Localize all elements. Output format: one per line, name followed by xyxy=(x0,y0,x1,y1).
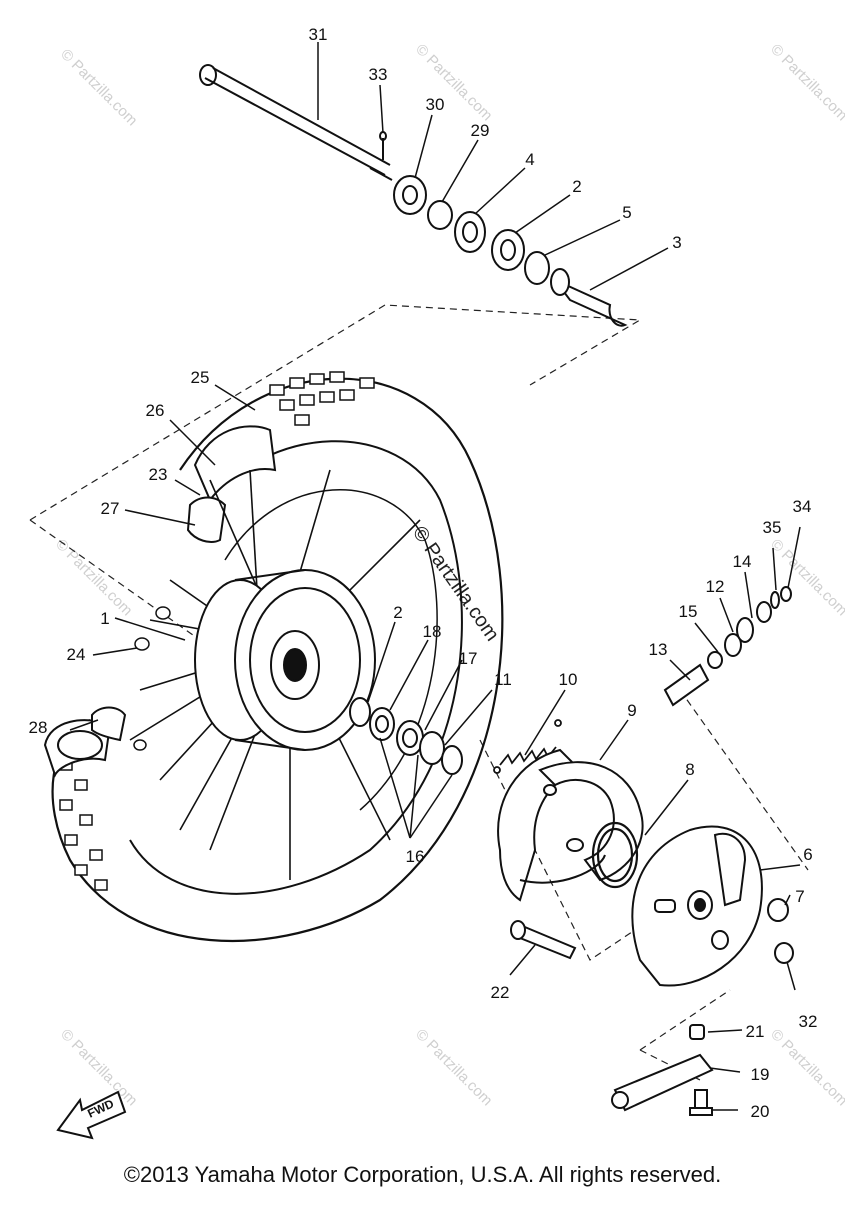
brake-plate xyxy=(631,825,763,987)
watermark: © Partzilla.com xyxy=(57,46,140,129)
fwd-arrow-icon: FWD xyxy=(56,1090,127,1140)
callout-6: 6 xyxy=(803,845,812,864)
callout-27: 27 xyxy=(101,499,120,518)
callout-24: 24 xyxy=(67,645,86,664)
callout-labels: 31 33 30 29 4 2 5 3 25 26 23 27 1 24 2 1… xyxy=(29,25,818,1121)
callout-17: 17 xyxy=(459,649,478,668)
callout-4: 4 xyxy=(525,150,534,169)
callout-29: 29 xyxy=(471,121,490,140)
callout-15: 15 xyxy=(679,602,698,621)
watermark: © Partzilla.com xyxy=(767,1026,845,1109)
wheel xyxy=(43,371,504,943)
axle-hardware xyxy=(393,175,628,327)
callout-13: 13 xyxy=(649,640,668,659)
callout-8: 8 xyxy=(685,760,694,779)
callout-28: 28 xyxy=(29,718,48,737)
callout-34: 34 xyxy=(793,497,812,516)
callout-2: 2 xyxy=(572,177,581,196)
callout-2-hub: 2 xyxy=(393,603,402,622)
watermark: © Partzilla.com xyxy=(57,1026,140,1109)
callout-23: 23 xyxy=(149,465,168,484)
callout-5: 5 xyxy=(622,203,631,222)
callout-10: 10 xyxy=(559,670,578,689)
callout-30: 30 xyxy=(426,95,445,114)
callout-18: 18 xyxy=(423,622,442,641)
callout-21: 21 xyxy=(746,1022,765,1041)
copyright-text: ©2013 Yamaha Motor Corporation, U.S.A. A… xyxy=(123,1162,722,1187)
callout-11: 11 xyxy=(494,670,512,689)
watermark: © Partzilla.com xyxy=(52,536,135,619)
callout-7: 7 xyxy=(795,887,804,906)
callout-31: 31 xyxy=(309,25,328,44)
spring xyxy=(493,719,562,774)
hub xyxy=(194,569,376,751)
callout-9: 9 xyxy=(627,701,636,720)
callout-16: 16 xyxy=(406,847,425,866)
callout-12: 12 xyxy=(706,577,725,596)
callout-3: 3 xyxy=(672,233,681,252)
callout-26: 26 xyxy=(146,401,165,420)
cotter-pin xyxy=(379,131,387,160)
axle xyxy=(199,64,393,181)
speedo-gear xyxy=(663,586,792,707)
callout-20: 20 xyxy=(751,1102,770,1121)
bolt-22 xyxy=(510,920,577,960)
callout-35: 35 xyxy=(763,518,782,537)
callout-32: 32 xyxy=(799,1012,818,1031)
callout-25: 25 xyxy=(191,368,210,387)
callout-1: 1 xyxy=(100,609,109,628)
brake-shoes xyxy=(497,748,644,902)
small-parts xyxy=(611,898,794,1116)
leader-lines xyxy=(69,42,801,1111)
assembly-lines xyxy=(29,304,809,1081)
hub-seals xyxy=(349,697,463,775)
watermark: © Partzilla.com xyxy=(767,41,845,124)
callout-14: 14 xyxy=(733,552,752,571)
o-ring xyxy=(591,821,639,889)
tire-tread xyxy=(59,371,375,891)
callout-19: 19 xyxy=(751,1065,770,1084)
callout-33: 33 xyxy=(369,65,388,84)
watermark: © Partzilla.com xyxy=(767,536,845,619)
callout-22: 22 xyxy=(491,983,510,1002)
spoke-nipples xyxy=(133,606,171,751)
watermark: © Partzilla.com xyxy=(412,1026,495,1109)
